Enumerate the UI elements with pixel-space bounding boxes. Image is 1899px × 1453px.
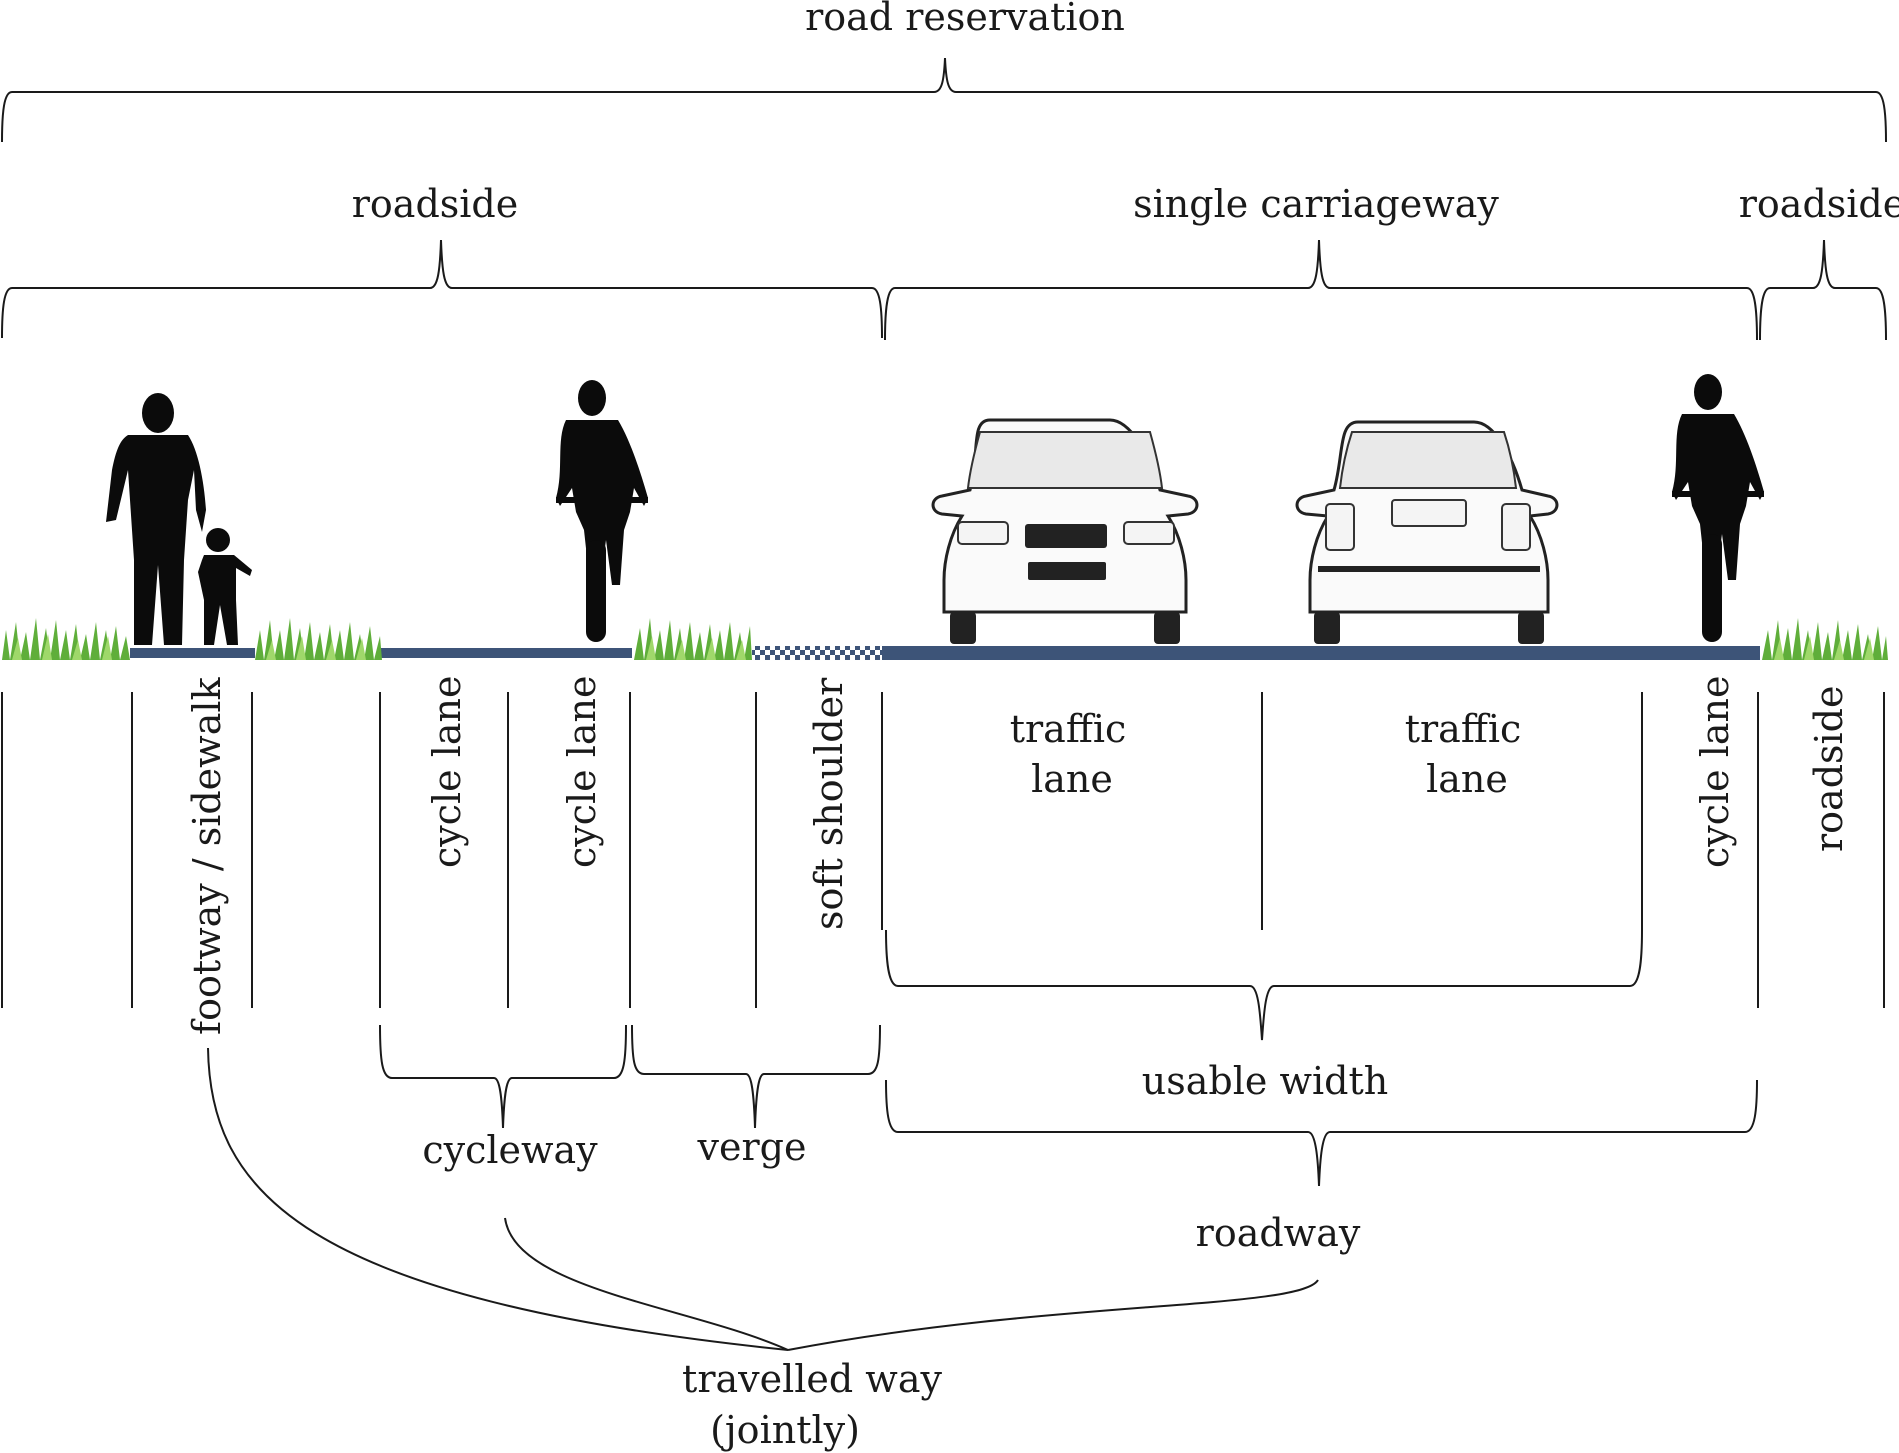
usable-width-brace xyxy=(885,929,1643,1041)
travelled-way-connectors xyxy=(207,1047,1319,1351)
single-carriageway-label: single carriageway xyxy=(1133,182,1499,226)
roadway-label: roadway xyxy=(1196,1211,1361,1255)
travelled-way-label: travelled way xyxy=(682,1357,942,1401)
usable-width-label: usable width xyxy=(1142,1059,1388,1103)
footway-pavement xyxy=(130,648,255,658)
road-reservation-label: road reservation xyxy=(805,0,1125,39)
footway-label: footway / sidewalk xyxy=(185,676,229,1035)
roadside-right-label: roadside xyxy=(1739,182,1899,226)
cycle-lane-label: cycle lane xyxy=(425,675,469,868)
car-rear-icon xyxy=(1295,420,1559,644)
verge-label: verge xyxy=(697,1125,807,1169)
soft-shoulder-surface xyxy=(752,646,882,660)
road-reservation-brace xyxy=(1,57,1887,143)
roadside-right-brace xyxy=(1759,239,1887,341)
cycle-lane-label: cycle lane xyxy=(1693,675,1737,868)
roadside-left-label: roadside xyxy=(352,182,519,226)
cycleway-brace xyxy=(379,1024,627,1129)
traffic-lane-label: lane xyxy=(1426,757,1508,801)
roadside-left-brace xyxy=(1,239,883,339)
roadside-column-label: roadside xyxy=(1807,686,1851,853)
pedestrian-child-silhouette xyxy=(198,528,252,645)
verge-brace xyxy=(631,1024,881,1129)
cyclist-silhouette xyxy=(1672,374,1764,642)
pedestrian-adult-silhouette xyxy=(106,393,206,645)
grass-icon xyxy=(2,618,1888,660)
cycle-lane-label: cycle lane xyxy=(560,675,604,868)
ground-strip xyxy=(2,618,1888,660)
cycleway-label: cycleway xyxy=(422,1128,598,1172)
traffic-lane-label: traffic xyxy=(1010,707,1127,751)
single-carriageway-brace xyxy=(884,239,1758,341)
cyclist-silhouette xyxy=(556,380,648,642)
column-dividers xyxy=(1,692,1885,1008)
roadway-brace xyxy=(885,1079,1758,1187)
traffic-lane-label: lane xyxy=(1031,757,1113,801)
roadway-pavement xyxy=(882,646,1760,660)
car-front-icon xyxy=(931,418,1199,644)
traffic-lane-label: traffic xyxy=(1405,707,1522,751)
travelled-way-label: (jointly) xyxy=(710,1408,860,1452)
cycleway-pavement xyxy=(380,648,632,658)
soft-shoulder-label: soft shoulder xyxy=(807,677,851,930)
